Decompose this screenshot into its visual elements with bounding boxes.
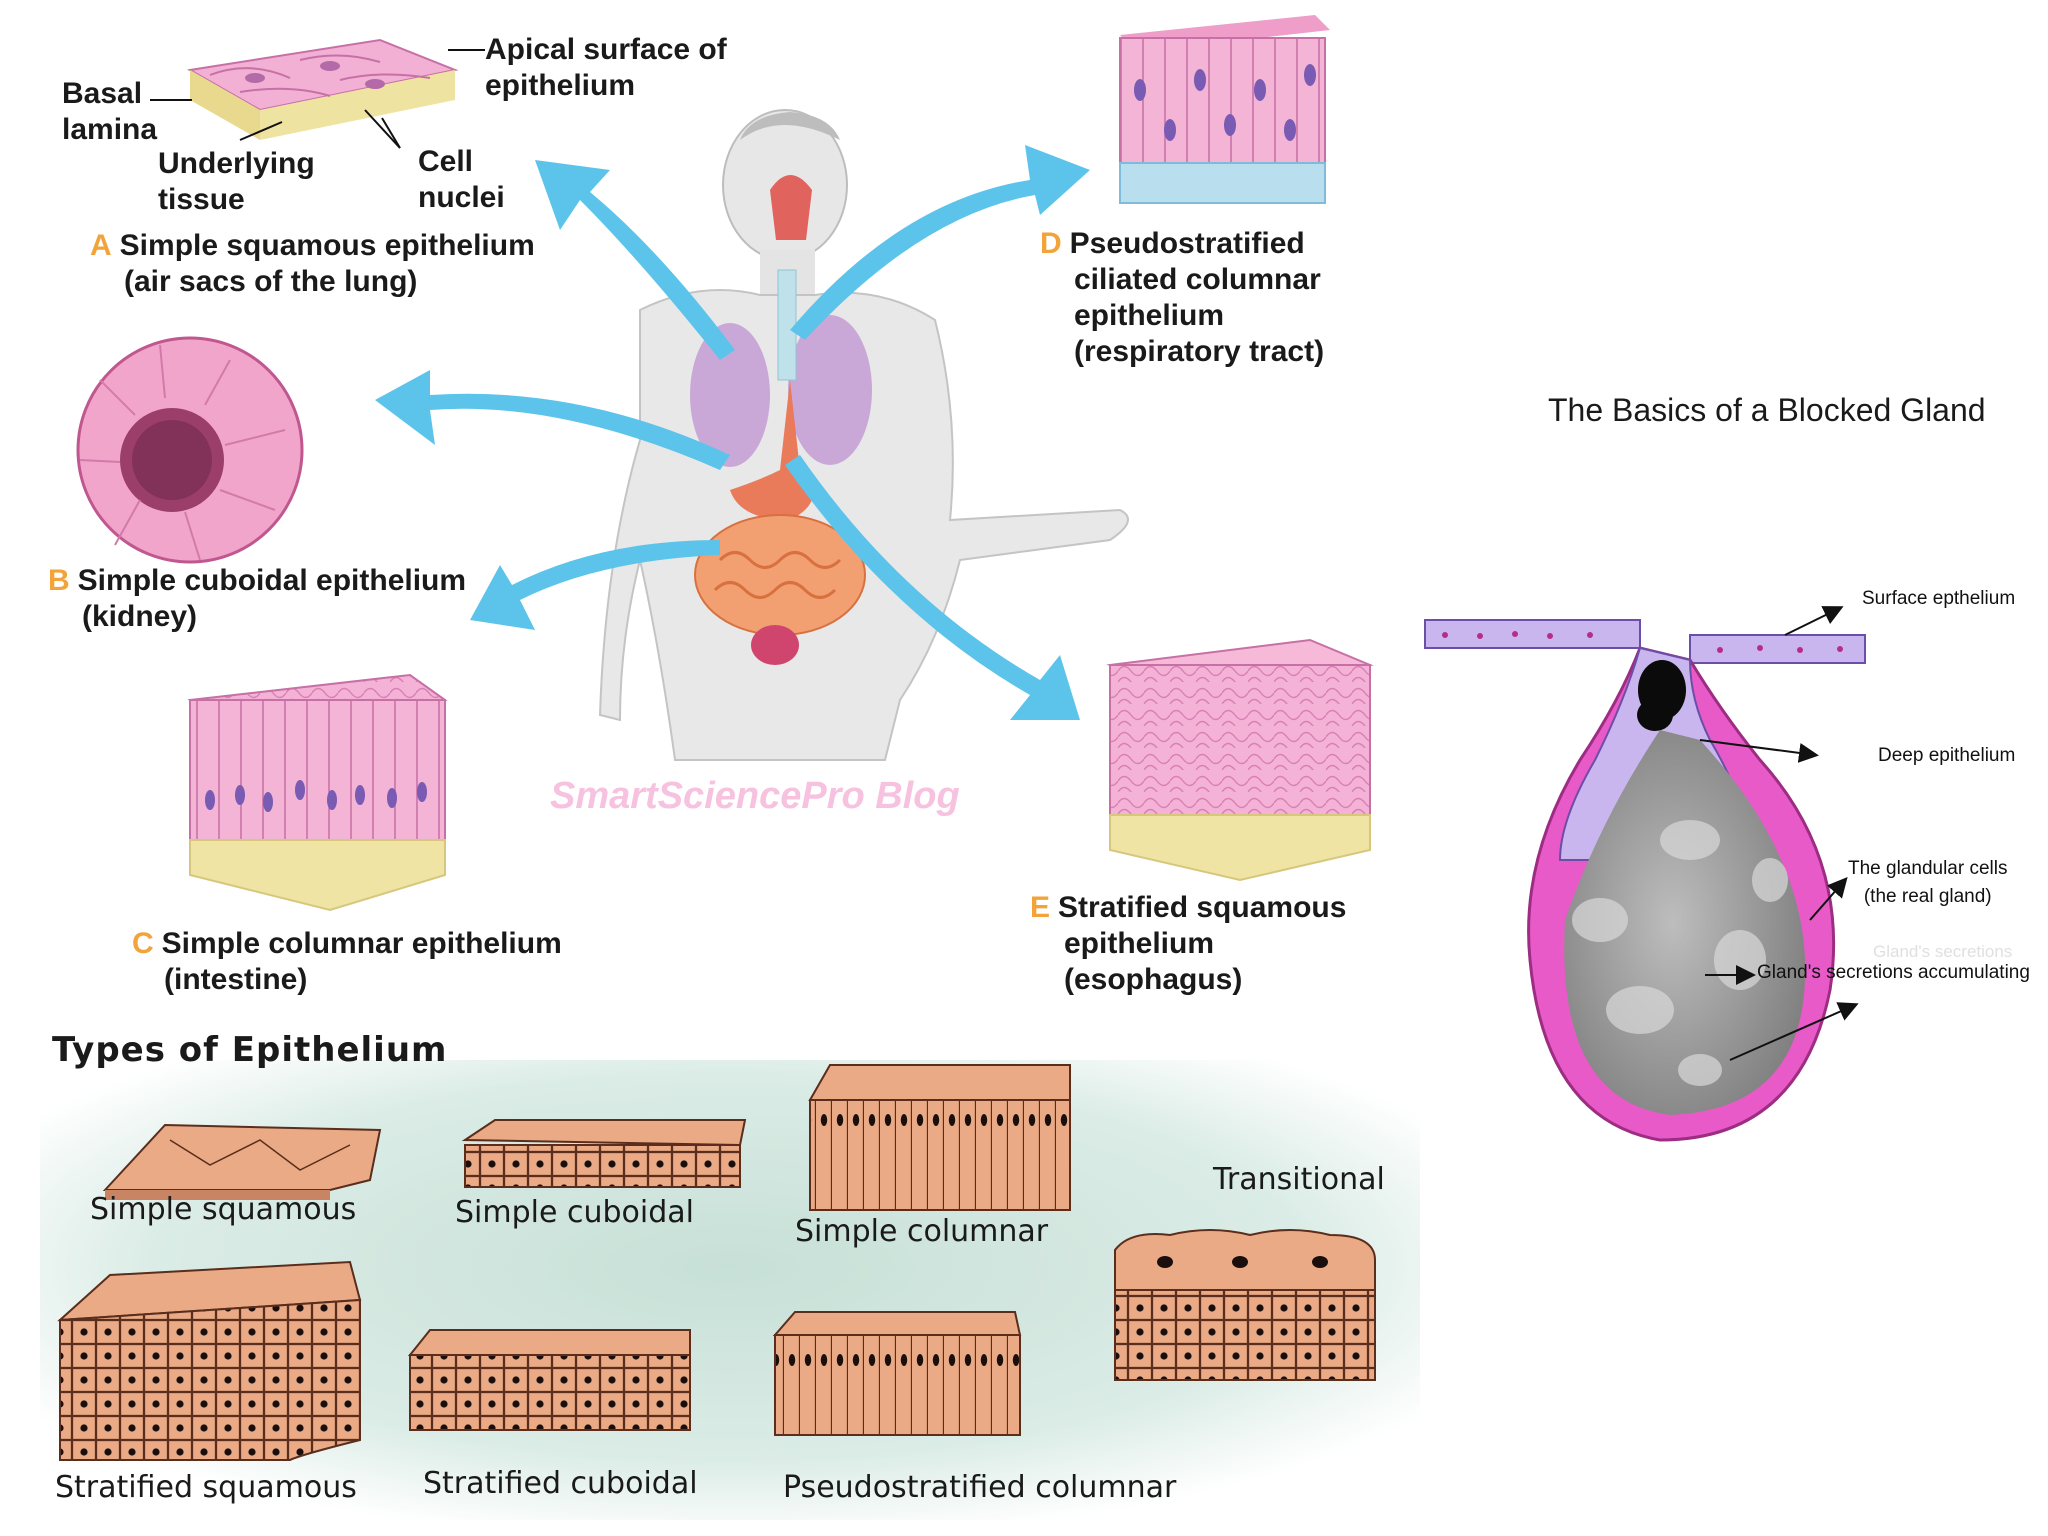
- label-transitional: Transitional: [1213, 1162, 1385, 1197]
- gland-title: The Basics of a Blocked Gland: [1548, 392, 1986, 428]
- types-heading: Types of Epithelium: [52, 1030, 448, 1070]
- arrow-to-b: [375, 370, 730, 470]
- panel-b-letter: B: [48, 564, 70, 597]
- panel-d-letter: D: [1040, 227, 1062, 260]
- simple-cuboidal-ring: [76, 336, 304, 564]
- pseudostratified-block: [1119, 15, 1330, 204]
- simple-squamous-block: [187, 38, 459, 140]
- label-stratified-cuboidal: Stratified cuboidal: [423, 1466, 698, 1501]
- basal-lamina-label: Basal lamina: [62, 77, 158, 146]
- stratified-squamous-block: [1106, 638, 1374, 882]
- blocked-gland-diagram: [1424, 606, 1866, 1142]
- label-stratified-squamous: Stratified squamous: [55, 1470, 357, 1505]
- apical-surface-label: Apical surface of epithelium: [485, 33, 727, 102]
- label-pseudostratified-columnar: Pseudostratified columnar: [783, 1470, 1177, 1505]
- surface-epithelium-label: Surface epthelium: [1862, 588, 2016, 609]
- panel-e-letter: E: [1030, 891, 1051, 924]
- type-transitional-block: [1114, 1229, 1376, 1381]
- type-simple-cuboidal-block: [461, 1119, 747, 1188]
- panel-c-letter: C: [132, 927, 154, 960]
- arrow-to-a: [535, 160, 735, 360]
- label-simple-cuboidal: Simple cuboidal: [455, 1195, 694, 1230]
- underlying-tissue-label: Underlying tissue: [158, 147, 315, 216]
- secretions-accumulating-label: Gland's secretions accumulating: [1757, 962, 2030, 983]
- panel-a-letter: A: [90, 229, 112, 262]
- simple-columnar-block: [187, 673, 448, 912]
- type-stratified-cuboidal-block: [407, 1329, 691, 1431]
- type-simple-squamous-block: [102, 1123, 382, 1200]
- glandular-cells-label: The glandular cells (the real gland): [1848, 858, 2008, 907]
- pointer-arrows: [375, 145, 1090, 720]
- label-simple-squamous: Simple squamous: [90, 1192, 357, 1227]
- deep-epithelium-label: Deep epithelium: [1878, 745, 2016, 766]
- faded-secretions-label: Gland's secretions: [1873, 942, 2013, 961]
- arrow-to-c: [470, 540, 720, 630]
- type-stratified-squamous-block: [57, 1260, 362, 1461]
- panel-a-callouts: [150, 49, 485, 149]
- watermark: SmartSciencePro Blog: [550, 775, 960, 817]
- type-pseudostratified-block: [772, 1311, 1022, 1436]
- arrow-to-d: [790, 145, 1090, 340]
- cell-nuclei-label: Cell nuclei: [418, 145, 505, 214]
- human-figure: [598, 109, 1129, 761]
- label-simple-columnar: Simple columnar: [795, 1214, 1049, 1249]
- type-simple-columnar-block: [808, 1064, 1071, 1211]
- arrow-to-e: [785, 455, 1080, 720]
